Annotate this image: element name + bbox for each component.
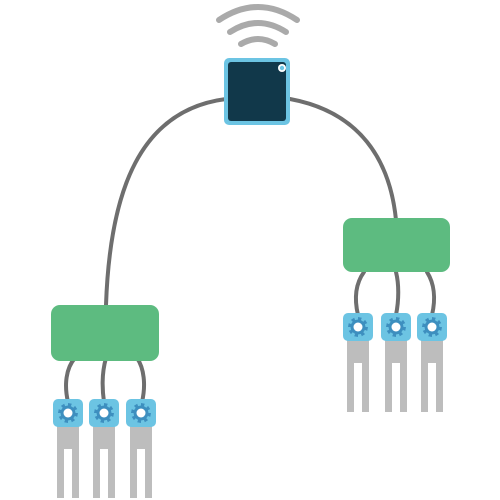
gear-icon [386, 317, 406, 337]
sensor-right-1 [343, 313, 373, 412]
sensor-left-1 [53, 399, 83, 498]
gear-icon [422, 317, 442, 337]
sensor-left-3 [126, 399, 156, 498]
wire-left-sensor-2 [100, 356, 108, 404]
wire-right-sensor-3 [425, 270, 437, 317]
right-hub-node [343, 218, 450, 272]
soil-probe [347, 339, 369, 412]
sensor-left-2 [89, 399, 119, 498]
wire-to-left-node [104, 97, 228, 307]
wire-left-sensor-3 [135, 356, 147, 404]
gear-icon [94, 403, 114, 423]
soil-probe [93, 425, 115, 498]
sensor-right-2 [381, 313, 411, 412]
left-hub-node [51, 305, 159, 361]
gateway-device [224, 58, 290, 125]
sensor-right-3 [417, 313, 447, 412]
gear-icon [131, 403, 151, 423]
soil-probe [57, 425, 79, 498]
soil-probe [130, 425, 152, 498]
wire-right-sensor-1 [354, 270, 366, 317]
wifi-signal-icon [216, 4, 300, 47]
gear-icon [348, 317, 368, 337]
wire-left-sensor-1 [64, 356, 77, 404]
wire-right-sensor-2 [394, 270, 401, 317]
gear-icon [58, 403, 78, 423]
wire-to-right-node [288, 97, 398, 222]
sensor-probes [53, 313, 447, 498]
soil-probe [385, 339, 407, 412]
soil-probe [421, 339, 443, 412]
